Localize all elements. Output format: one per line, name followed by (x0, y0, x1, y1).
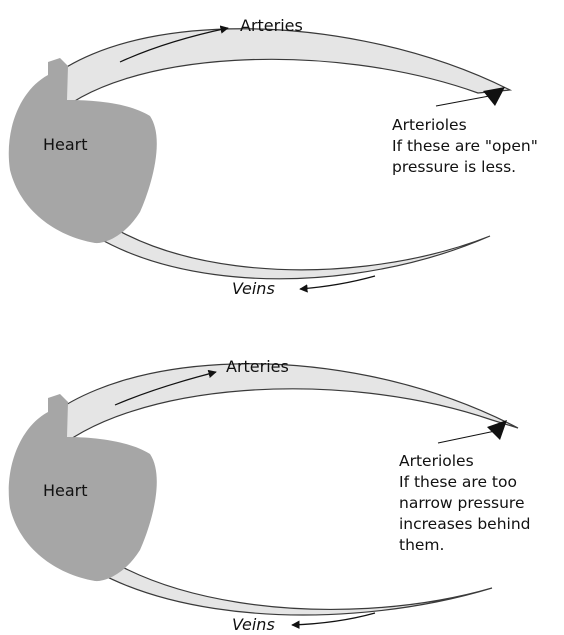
arterioles-label: Arterioles (392, 116, 467, 134)
arterioles-note-line-1: If these are "open" (392, 137, 538, 155)
arteries-label: Arteries (240, 16, 303, 35)
arteries-label: Arteries (226, 357, 289, 376)
diagram-open-arterioles: Heart Arteries Veins Arterioles If these… (9, 16, 538, 298)
arterioles-note-line-4: them. (399, 536, 444, 554)
arterioles-arrowhead (487, 420, 507, 440)
veins-label: Veins (232, 279, 275, 298)
heart-label: Heart (43, 481, 88, 500)
arterioles-pointer (438, 430, 500, 443)
arterioles-note-line-2: narrow pressure (399, 494, 525, 512)
arterioles-note-line-3: increases behind (399, 515, 531, 533)
diagram-narrow-arterioles: Heart Arteries Veins Arterioles If these… (9, 357, 531, 634)
arterioles-label: Arterioles (399, 452, 474, 470)
arterioles-note-line-2: pressure is less. (392, 158, 516, 176)
veins-label: Veins (232, 615, 275, 634)
heart-label: Heart (43, 135, 88, 154)
arterioles-note-line-1: If these are too (399, 473, 517, 491)
